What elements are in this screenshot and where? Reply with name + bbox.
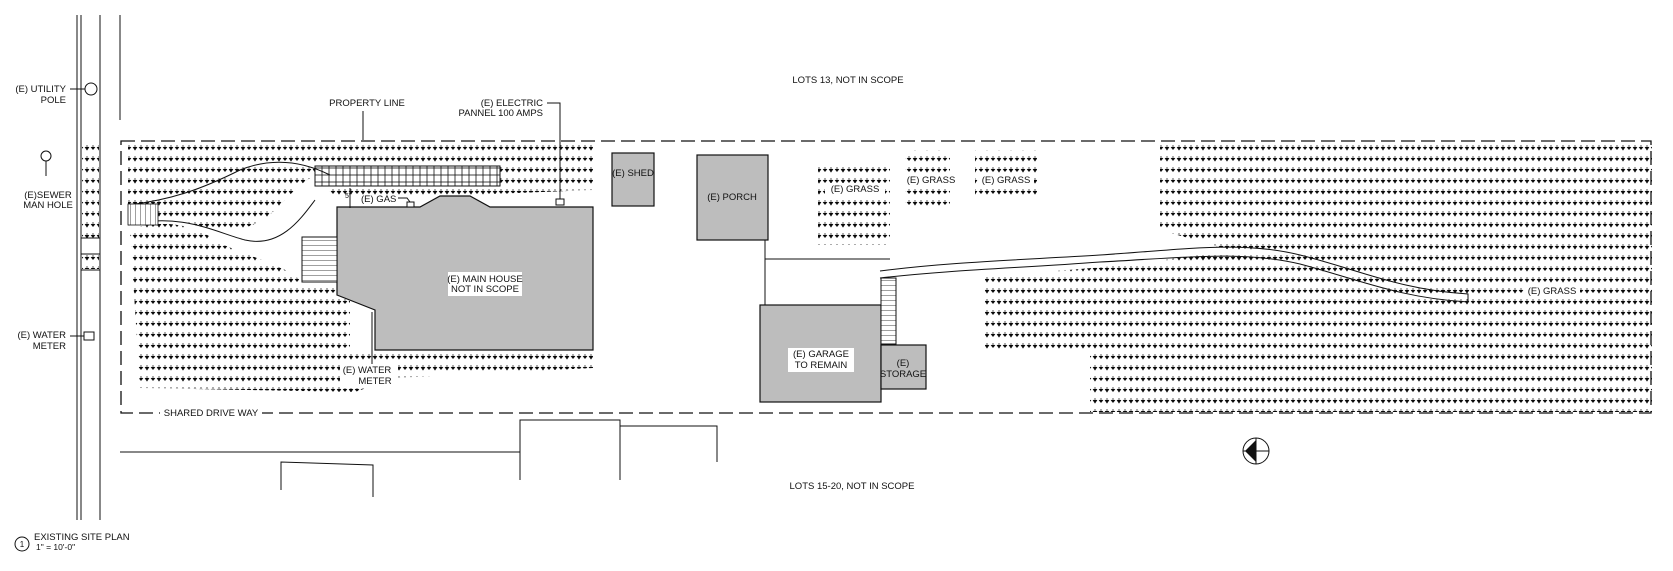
garage-label-2: TO REMAIN bbox=[795, 360, 848, 371]
gas-label: (E) GAS bbox=[361, 194, 396, 205]
grass-label-1: (E) GRASS bbox=[831, 184, 880, 195]
grass-label-right: (E) GRASS bbox=[1528, 286, 1577, 297]
grass-label-2: (E) GRASS bbox=[907, 175, 956, 186]
sewer-manhole-symbol bbox=[40, 150, 52, 176]
porch-footprint bbox=[696, 154, 769, 241]
neighbor-outlines bbox=[120, 419, 718, 497]
garage-steps bbox=[880, 277, 897, 345]
street-lines bbox=[76, 15, 121, 520]
water-meter-label: (E) WATER bbox=[343, 365, 392, 376]
planter-grid bbox=[314, 165, 501, 187]
water-meter-left-label-2: METER bbox=[33, 341, 66, 352]
garage-label: (E) GARAGE bbox=[793, 349, 849, 360]
gas-leader bbox=[398, 197, 411, 203]
shared-driveway-label: SHARED DRIVE WAY bbox=[164, 408, 259, 419]
walkway bbox=[127, 161, 331, 242]
storage-footprint bbox=[880, 344, 927, 390]
utility-pole-symbol bbox=[70, 82, 98, 96]
driveway-lines bbox=[764, 240, 1469, 305]
house-steps bbox=[301, 236, 338, 283]
grass-areas bbox=[128, 143, 1652, 412]
sewer-label: (E)SEWER bbox=[24, 190, 72, 201]
storage-label: (E) bbox=[897, 358, 910, 369]
electric-panel-symbol bbox=[555, 198, 565, 206]
drawing-title: EXISTING SITE PLAN bbox=[34, 532, 130, 543]
dimension-label: 5' bbox=[345, 193, 350, 200]
gas-meter-symbol bbox=[406, 201, 415, 208]
property-line-label: PROPERTY LINE bbox=[329, 98, 405, 109]
shed-footprint bbox=[611, 152, 655, 207]
water-meter-label-2: METER bbox=[358, 376, 391, 387]
sewer-label-2: MAN HOLE bbox=[23, 200, 73, 211]
shed-label: (E) SHED bbox=[612, 168, 654, 179]
electric-leader bbox=[547, 102, 561, 199]
property-line-boundary bbox=[120, 140, 1652, 414]
sidewalk-grass-strip bbox=[81, 140, 100, 271]
utility-pole-label: (E) UTILITY bbox=[15, 84, 66, 95]
main-house-label-2: NOT IN SCOPE bbox=[451, 284, 519, 295]
lots-top-label: LOTS 13, NOT IN SCOPE bbox=[792, 75, 903, 86]
title-number: 1 bbox=[20, 540, 25, 549]
main-house-label: (E) MAIN HOUSE bbox=[447, 274, 522, 285]
electric-label: (E) ELECTRIC bbox=[481, 98, 543, 109]
grass-label-3: (E) GRASS bbox=[982, 175, 1031, 186]
storage-label-2: STORAGE bbox=[880, 369, 926, 380]
electric-label-2: PANNEL 100 AMPS bbox=[459, 108, 543, 119]
porch-label: (E) PORCH bbox=[707, 192, 757, 203]
drawing-title-block bbox=[14, 536, 30, 552]
lots-bottom-label: LOTS 15-20, NOT IN SCOPE bbox=[790, 481, 915, 492]
water-meter-left-label: (E) WATER bbox=[17, 330, 66, 341]
water-meter-left-symbol bbox=[70, 331, 95, 341]
north-arrow-icon bbox=[1242, 437, 1270, 465]
utility-pole-label-2: POLE bbox=[41, 95, 66, 106]
drawing-scale: 1" = 10'-0" bbox=[36, 542, 75, 552]
